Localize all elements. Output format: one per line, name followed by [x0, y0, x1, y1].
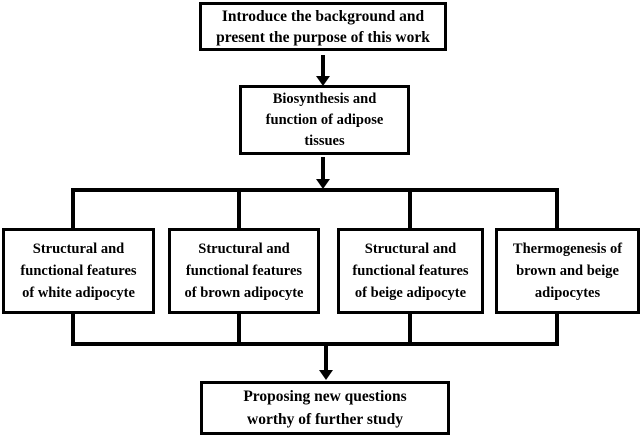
arrowhead-intro-to-biosynthesis [316, 76, 330, 86]
node-biosynthesis-adipose[interactable]: Biosynthesis and function of adipose tis… [239, 85, 410, 155]
branch-bar-bottom [71, 342, 559, 346]
connector-white-to-collector [71, 312, 75, 346]
node-beige-adipocyte[interactable]: Structural and functional features of be… [337, 228, 484, 314]
node-brown-adipocyte-label: Structural and functional features of br… [184, 241, 304, 301]
node-thermogenesis-label: Thermogenesis of brown and beige adipocy… [512, 241, 623, 301]
node-white-adipocyte[interactable]: Structural and functional features of wh… [2, 228, 155, 314]
node-introduce-background-label: Introduce the background and present the… [216, 7, 430, 46]
node-proposing-questions[interactable]: Proposing new questions worthy of furthe… [200, 381, 450, 435]
node-biosynthesis-adipose-label: Biosynthesis and function of adipose tis… [265, 90, 384, 149]
connector-branch-to-white [71, 188, 75, 230]
node-brown-adipocyte[interactable]: Structural and functional features of br… [168, 228, 320, 314]
connector-branch-to-brown [237, 188, 241, 230]
node-proposing-questions-label: Proposing new questions worthy of furthe… [243, 388, 407, 428]
arrowhead-biosynthesis-to-branch [316, 179, 330, 189]
node-beige-adipocyte-label: Structural and functional features of be… [352, 241, 469, 301]
connector-branch-to-thermogenesis [555, 188, 559, 230]
connector-beige-to-collector [408, 312, 412, 346]
branch-bar-top [71, 188, 559, 192]
connector-brown-to-collector [237, 312, 241, 346]
connector-branch-to-beige [408, 188, 412, 230]
node-thermogenesis[interactable]: Thermogenesis of brown and beige adipocy… [495, 228, 640, 314]
connector-biosynthesis-to-branch [321, 157, 325, 181]
node-introduce-background[interactable]: Introduce the background and present the… [199, 2, 447, 51]
node-white-adipocyte-label: Structural and functional features of wh… [20, 241, 137, 301]
connector-collector-to-questions [324, 346, 328, 372]
connector-intro-to-biosynthesis [321, 55, 325, 78]
connector-thermogenesis-to-collector [555, 312, 559, 346]
arrowhead-collector-to-questions [319, 370, 333, 380]
